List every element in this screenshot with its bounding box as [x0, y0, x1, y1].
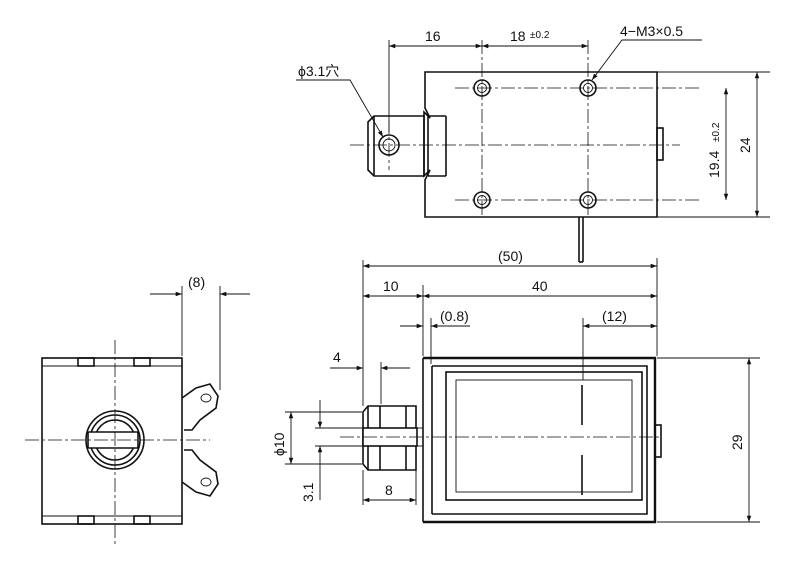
dim-10-label: 10: [383, 278, 399, 294]
dim-29-label: 29: [729, 434, 745, 450]
dim-19-4-label: 19.4: [706, 151, 722, 178]
front-view: (50) 10 40 (0.8) (12) 4 ϕ10 29 3.1 8: [271, 248, 760, 524]
dim-12-label: (12): [602, 308, 627, 324]
dim-8-label: 8: [385, 482, 393, 498]
top-view: 16 18 ±0.2 4−M3×0.5 ϕ3.1穴 19.4 ±0.2 24: [296, 23, 770, 263]
dim-24-label: 24: [737, 137, 753, 153]
dim-0-8-label: (0.8): [440, 308, 469, 324]
dim-4-label: 4: [333, 349, 341, 365]
dim-8-paren-label: (8): [188, 274, 205, 290]
dim-phi10-label: ϕ10: [271, 432, 287, 456]
mounting-holes: [473, 79, 597, 209]
dim-16-label: 16: [425, 28, 441, 44]
dim-40-label: 40: [532, 278, 548, 294]
side-view: (8): [25, 274, 250, 545]
thread-note: 4−M3×0.5: [620, 23, 683, 39]
dim-19-4-tolerance: ±0.2: [711, 122, 722, 142]
dim-50-label: (50): [498, 248, 523, 264]
dim-18-tolerance: ±0.2: [530, 30, 550, 41]
dim-18-label: 18: [510, 28, 526, 44]
dim-3-1-label: 3.1: [300, 482, 316, 502]
hole-note: ϕ3.1穴: [298, 63, 339, 79]
